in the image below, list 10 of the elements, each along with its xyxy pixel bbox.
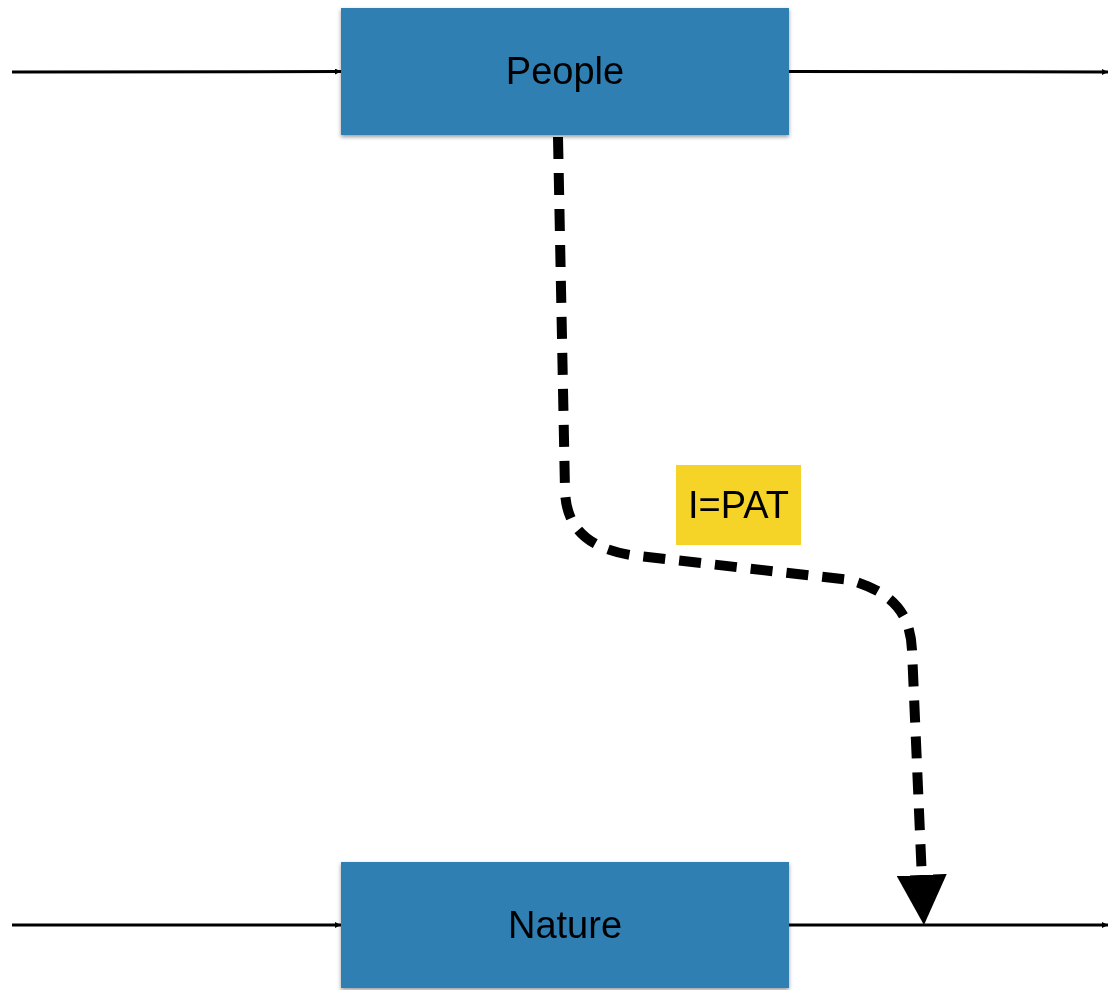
arrow [789, 69, 1108, 75]
process-box [341, 862, 789, 988]
dashed-arrow [553, 136, 947, 925]
edge-label: I=PAT [676, 465, 801, 545]
arrow [12, 68, 341, 75]
box-label: People [505, 49, 625, 94]
process-box [341, 8, 789, 135]
arrow [12, 922, 341, 928]
arrow [789, 922, 1108, 928]
box-label: Nature [507, 902, 623, 948]
